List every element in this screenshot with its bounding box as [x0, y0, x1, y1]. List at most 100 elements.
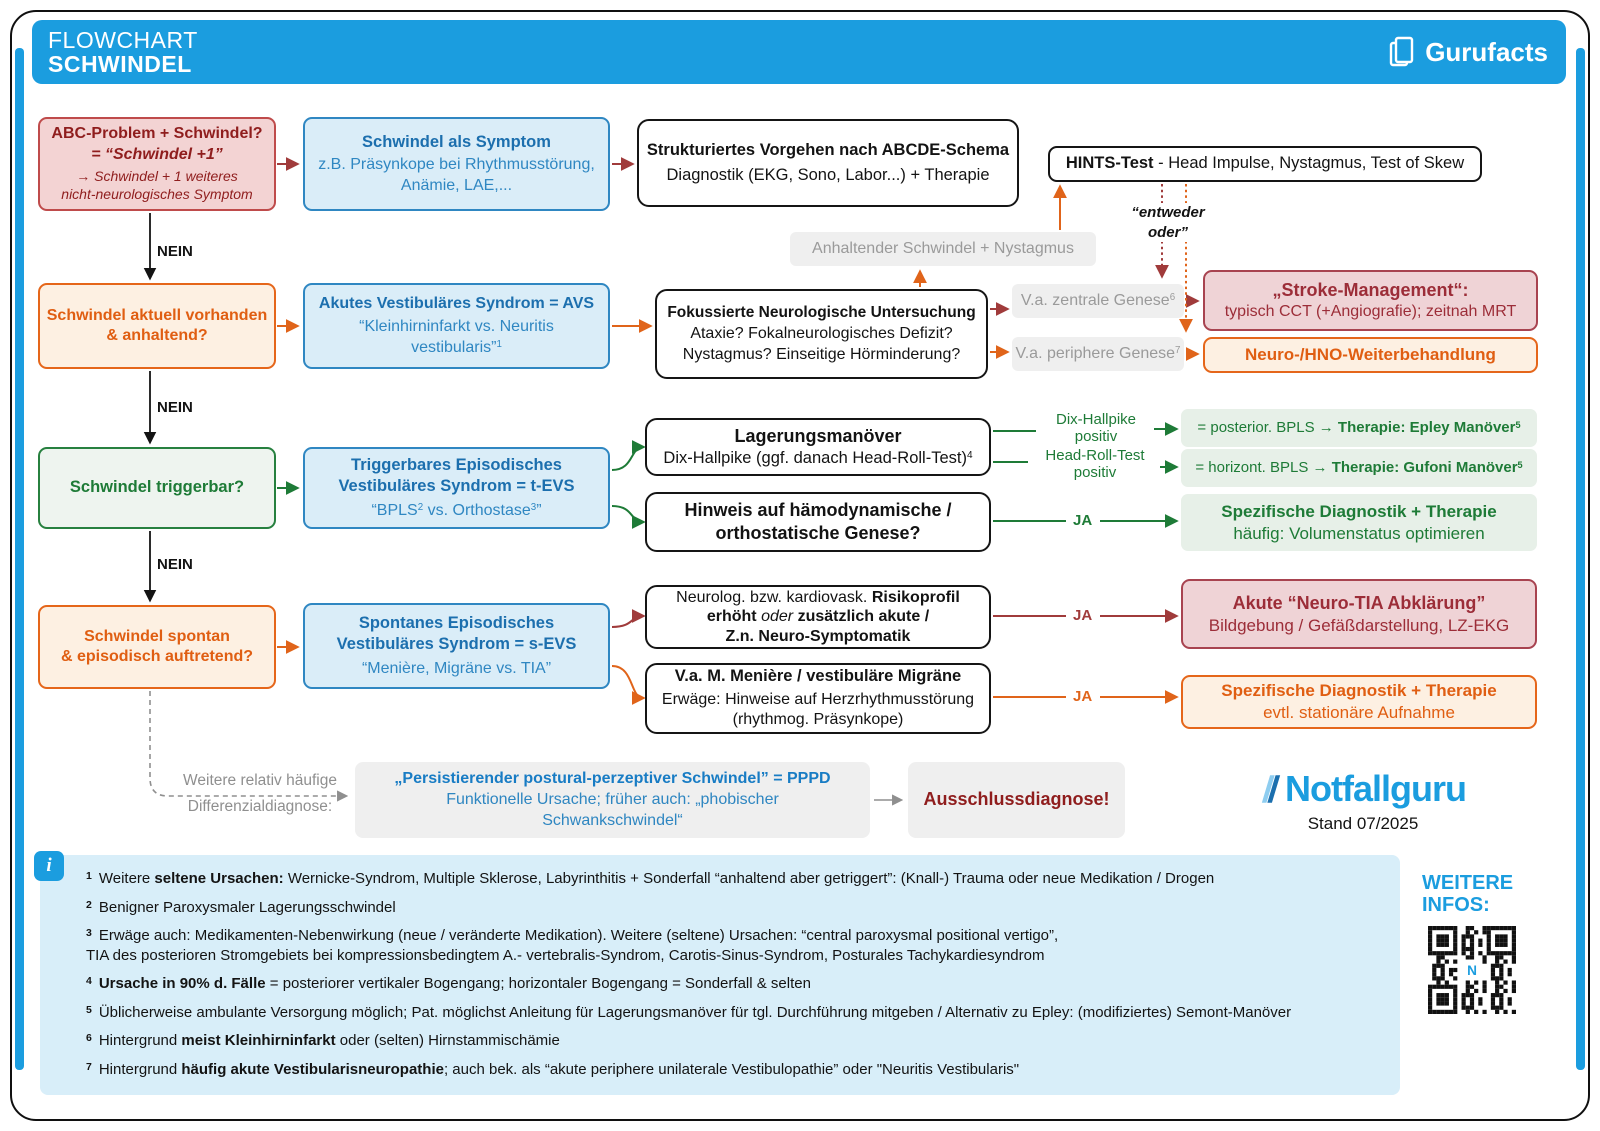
page-title-line1: FLOWCHART	[48, 27, 198, 53]
node-spezifisch-orange: Spezifische Diagnostik + Therapie evtl. …	[1181, 675, 1537, 729]
node-avs: Akutes Vestibuläres Syndrom = AVS “Klein…	[303, 283, 610, 369]
node-fokussierte-untersuchung: Fokussierte Neurologische Untersuchung A…	[655, 289, 988, 379]
node-line: Funktionelle Ursache; früher auch: „phob…	[446, 791, 779, 809]
notfallguru-mark-icon	[1261, 775, 1281, 803]
node-line: Dix-Hallpike (ggf. danach Head-Roll-Test…	[663, 448, 973, 467]
label-line: Head-Roll-Test	[1045, 447, 1145, 464]
footnote-number: 2	[86, 898, 92, 911]
node-line: Ausschlussdiagnose!	[923, 789, 1110, 810]
node-line: & episodisch auftretend?	[60, 648, 254, 665]
label-nein-2: NEIN	[157, 399, 193, 416]
node-abc-problem: ABC-Problem + Schwindel? = “Schwindel +1…	[38, 117, 276, 211]
node-line: Schwindel aktuell vorhanden	[46, 306, 268, 324]
label-dix-hallpike-positiv: Dix-Hallpike positiv	[1040, 411, 1152, 446]
node-line: Erwäge: Hinweise auf Herzrhythmusstörung	[661, 690, 975, 708]
footnote-text: Üblicherweise ambulante Versorgung mögli…	[98, 1003, 1292, 1021]
footnote-number: 6	[86, 1032, 92, 1045]
node-q-spontan: Schwindel spontan & episodisch auftreten…	[38, 605, 276, 689]
page-title-line2: SCHWINDEL	[48, 51, 192, 78]
label-line: WEITERE	[1422, 872, 1514, 894]
node-ausschlussdiagnose: Ausschlussdiagnose!	[908, 762, 1125, 838]
label-line: Weitere relativ häufige	[183, 772, 337, 789]
node-line: orthostatische Genese?	[715, 523, 921, 543]
node-line: nicht-neurologisches Symptom	[61, 185, 253, 202]
node-abcde-schema: Strukturiertes Vorgehen nach ABCDE-Schem…	[637, 119, 1019, 207]
node-spezifisch-green: Spezifische Diagnostik + Therapie häufig…	[1181, 494, 1537, 551]
label-ja-green: JA	[1073, 512, 1093, 529]
footnote-number: 3	[86, 927, 92, 940]
pages-icon	[1389, 36, 1414, 67]
node-meniere-migraene: V.a. M. Menière / vestibuläre Migräne Er…	[645, 663, 991, 734]
footnote-number: 5	[86, 1003, 92, 1016]
info-icon: i	[34, 851, 64, 881]
header-bar: FLOWCHART SCHWINDEL Gurufacts	[32, 20, 1566, 84]
node-line: Akutes Vestibuläres Syndrom = AVS	[318, 294, 595, 312]
node-line: V.a. zentrale Genese6	[1020, 291, 1176, 309]
label-line: positiv	[1073, 463, 1117, 481]
node-line: & anhaltend?	[106, 327, 208, 344]
footnote-text: Hintergrund meist Kleinhirninfarkt oder …	[98, 1032, 560, 1049]
page-title: FLOWCHART SCHWINDEL	[48, 28, 198, 76]
node-tevs: Triggerbares Episodisches Vestibuläres S…	[303, 447, 610, 529]
node-line: = horizont. BPLS → Therapie: Gufoni Manö…	[1195, 459, 1523, 477]
node-schwindel-als-symptom: Schwindel als Symptom z.B. Präsynkope be…	[303, 117, 610, 211]
node-line: Fokussierte Neurologische Untersuchung	[667, 303, 976, 321]
label-nein-3: NEIN	[157, 556, 193, 573]
label-line: Dix-Hallpike	[1055, 411, 1137, 428]
label-ja-darkred: JA	[1073, 607, 1093, 624]
label-line: INFOS:	[1422, 894, 1490, 917]
node-line: Lagerungsmanöver	[734, 425, 902, 446]
node-line: Spezifische Diagnostik + Therapie	[1221, 501, 1497, 521]
node-lagerungsmanoever: Lagerungsmanöver Dix-Hallpike (ggf. dana…	[645, 418, 991, 476]
label-differenzialdiagnose: Weitere relativ häufige Differenzialdiag…	[175, 772, 345, 816]
weitere-infos-label: WEITERE INFOS:	[1422, 872, 1513, 917]
pill-periphere-genese: V.a. periphere Genese7	[1012, 337, 1184, 371]
node-line: Schwindel als Symptom	[362, 132, 551, 151]
node-line: Nystagmus? Einseitige Hörminderung?	[682, 345, 961, 363]
node-hinweis-haemodynamisch: Hinweis auf hämodynamische / orthostatis…	[645, 492, 991, 552]
node-line: vestibularis”1	[411, 338, 502, 356]
node-line: „Persistierender postural-perzeptiver Sc…	[394, 769, 831, 787]
footnote-text: Benigner Paroxysmaler Lagerungsschwindel	[98, 898, 396, 916]
node-line: (rhythmog. Präsynkope)	[732, 711, 904, 729]
stand-date: Stand 07/2025	[1307, 814, 1419, 833]
node-anhaltender-schwindel: Anhaltender Schwindel + Nystagmus	[790, 232, 1096, 266]
footnote-text: Ursache in 90% d. Fälle = posteriorer ve…	[98, 975, 811, 992]
node-line: ABC-Problem + Schwindel?	[51, 125, 263, 143]
node-line: Hinweis auf hämodynamische /	[684, 499, 952, 520]
accent-bar-right	[1576, 48, 1585, 1070]
node-line: “BPLS2 vs. Orthostase3”	[371, 501, 542, 519]
node-q-aktuell: Schwindel aktuell vorhanden & anhaltend?	[38, 283, 276, 369]
label-head-roll-positiv: Head-Roll-Test positiv	[1032, 447, 1158, 482]
node-line: typisch CCT (+Angiografie); zeitnah MRT	[1224, 302, 1517, 320]
footnote-row: 2 Benigner Paroxysmaler Lagerungsschwinde…	[86, 898, 1384, 918]
footnote-row: 6 Hintergrund meist Kleinhirninfarkt oder…	[86, 1031, 1384, 1051]
qr-code: N	[1428, 926, 1516, 1014]
node-line: Vestibuläres Syndrom = t-EVS	[338, 476, 575, 495]
pill-epley: = posterior. BPLS → Therapie: Epley Manö…	[1181, 409, 1537, 447]
footnote-text: Erwäge auch: Medikamenten-Nebenwirkung (…	[86, 927, 1059, 964]
pill-gufoni: = horizont. BPLS → Therapie: Gufoni Manö…	[1181, 449, 1537, 487]
node-line: V.a. M. Menière / vestibuläre Migräne	[674, 667, 962, 686]
node-line: “Menière, Migräne vs. TIA”	[361, 659, 552, 677]
label-nein-1: NEIN	[157, 243, 193, 260]
label-line: “entweder	[1131, 204, 1205, 221]
node-stroke-management: „Stroke-Management“: typisch CCT (+Angio…	[1203, 270, 1538, 331]
node-q-triggerbar: Schwindel triggerbar?	[38, 447, 276, 529]
brand-name: Gurufacts	[1425, 36, 1548, 67]
node-line: Schwindel triggerbar?	[69, 478, 245, 497]
node-line: evtl. stationäre Aufnahme	[1263, 703, 1455, 722]
footnote-row: 5 Üblicherweise ambulante Versorgung mögl…	[86, 1003, 1384, 1023]
node-line: “Kleinhirninfarkt vs. Neuritis	[359, 318, 554, 336]
node-line: Neurolog. bzw. kardiovask. Risikoprofil	[676, 588, 960, 606]
node-line: Strukturiertes Vorgehen nach ABCDE-Schem…	[646, 141, 1010, 160]
label-ja-orange: JA	[1073, 688, 1093, 705]
node-line: erhöht oder zusätzlich akute /	[706, 608, 930, 626]
